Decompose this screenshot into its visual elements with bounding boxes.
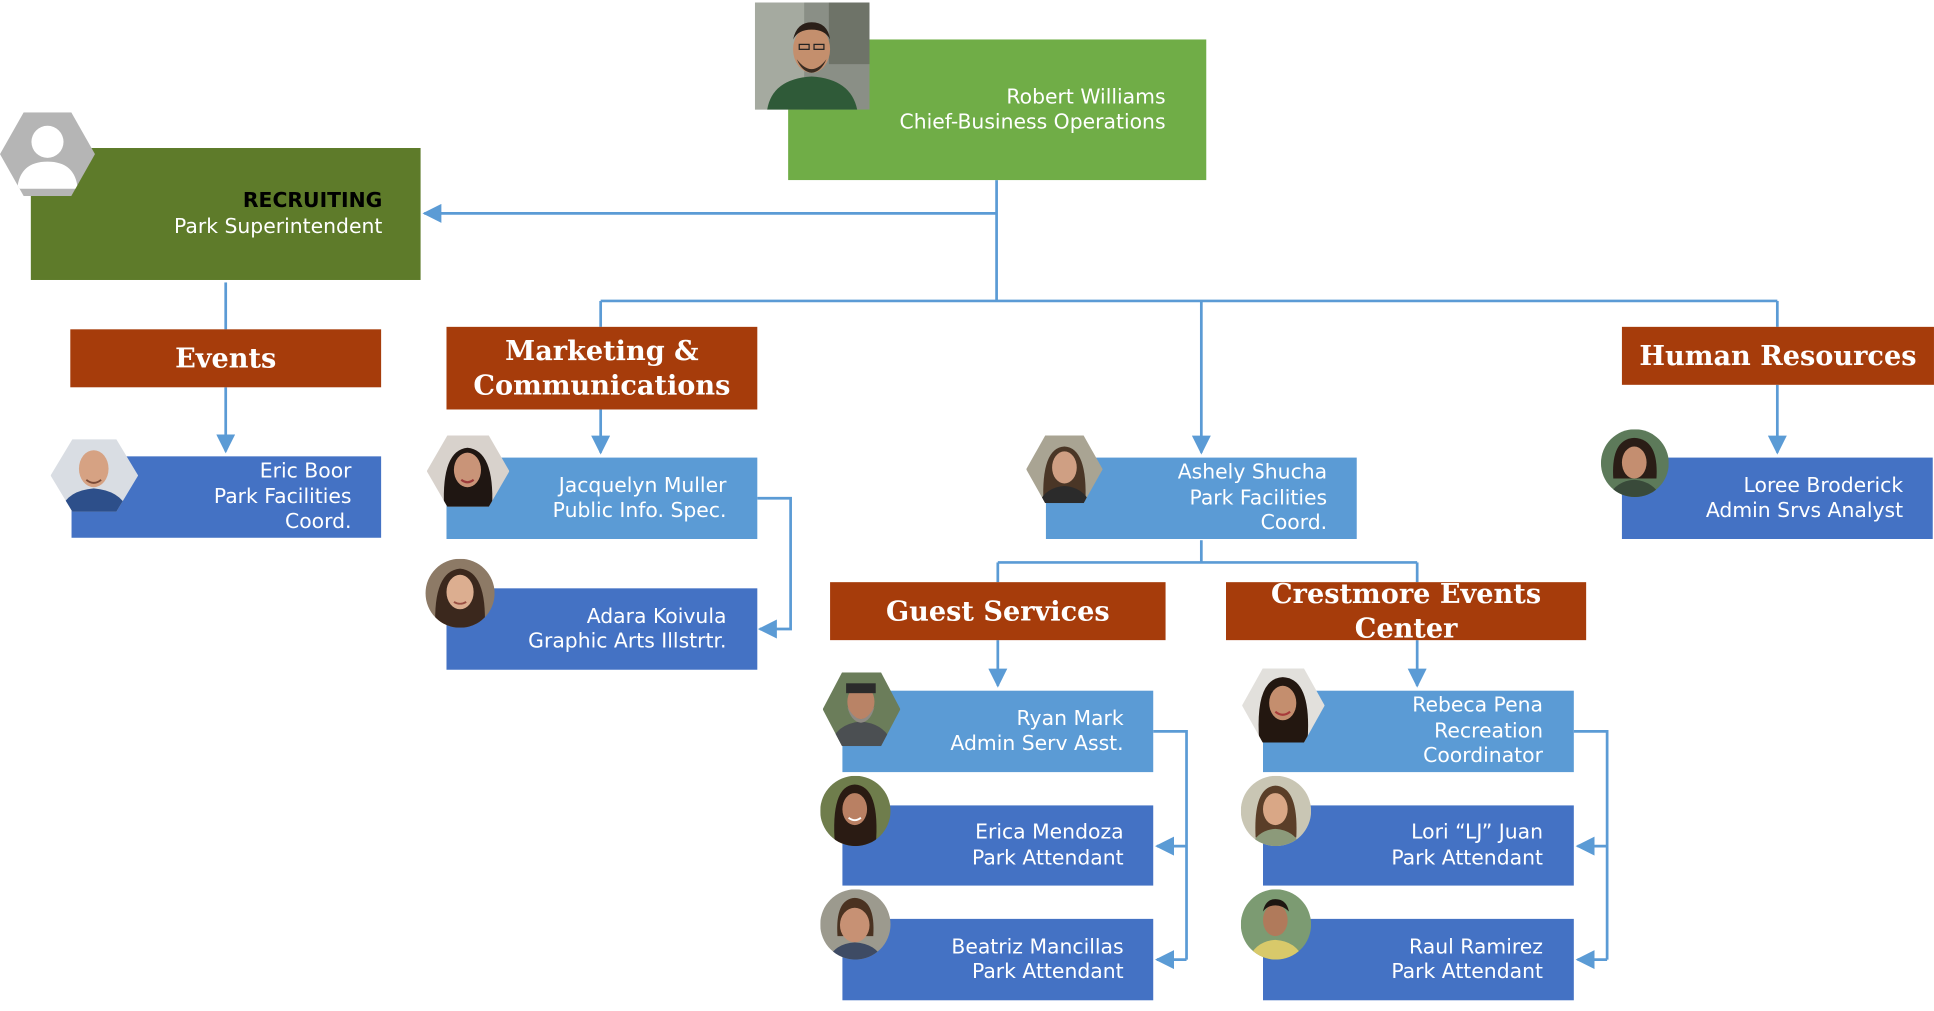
- staff-photo-adara-koivula: [425, 558, 495, 628]
- staff-title: Park Facilities: [1189, 485, 1328, 510]
- dept-marketing[interactable]: Marketing & Communications: [446, 326, 758, 410]
- recruiting-status: RECRUITING: [242, 188, 383, 213]
- staff-name: Lori “LJ” Juan: [1411, 820, 1543, 844]
- staff-title: Recreation: [1434, 718, 1543, 743]
- staff-title: Graphic Arts Illstrtr.: [528, 629, 727, 653]
- dept-events[interactable]: Events: [70, 329, 382, 388]
- staff-name: Rebeca Pena: [1412, 693, 1543, 717]
- staff-box-jacquelyn-muller[interactable]: Jacquelyn Muller Public Info. Spec.: [446, 457, 758, 539]
- connector-rebeca-spine: [1573, 730, 1609, 960]
- dept-human-resources[interactable]: Human Resources: [1621, 326, 1934, 385]
- dept-crestmore-label: Crestmore Events Center: [1271, 577, 1542, 645]
- staff-photo-lori-juan: [1240, 775, 1312, 847]
- chief-title: Chief-Business Operations: [899, 109, 1166, 134]
- staff-name: Ryan Mark: [1016, 706, 1124, 730]
- staff-box-raul-ramirez[interactable]: Raul Ramirez Park Attendant: [1263, 918, 1574, 1001]
- staff-title: Park Attendant: [1391, 959, 1543, 984]
- staff-name: Eric Boor: [259, 459, 352, 483]
- dept-guest-services-label: Guest Services: [885, 595, 1110, 628]
- staff-box-adara-koivula[interactable]: Adara Koivula Graphic Arts Illstrtr.: [446, 588, 758, 670]
- staff-photo-beatriz-mancillas: [820, 889, 891, 960]
- staff-box-loree-broderick[interactable]: Loree Broderick Admin Srvs Analyst: [1621, 457, 1933, 539]
- dept-hr-label: Human Resources: [1639, 339, 1917, 372]
- staff-photo-jacquelyn-muller: [426, 435, 510, 507]
- staff-title: Coordinator: [1423, 744, 1543, 768]
- staff-name: Beatriz Mancillas: [951, 934, 1124, 958]
- staff-title: Public Info. Spec.: [552, 498, 727, 522]
- staff-box-erica-mendoza[interactable]: Erica Mendoza Park Attendant: [842, 805, 1154, 886]
- staff-title: Admin Serv Asst.: [950, 731, 1124, 755]
- staff-title: Admin Srvs Analyst: [1705, 498, 1904, 522]
- staff-name: Adara Koivula: [586, 603, 727, 628]
- staff-name: Ashely Shucha: [1177, 460, 1328, 484]
- connector-ryan-spine: [1153, 730, 1188, 960]
- staff-name: Raul Ramirez: [1409, 934, 1543, 958]
- staff-box-beatriz-mancillas[interactable]: Beatriz Mancillas Park Attendant: [842, 918, 1154, 1001]
- dept-crestmore-events-center[interactable]: Crestmore Events Center: [1225, 578, 1587, 644]
- chief-portrait-photo: [754, 2, 870, 110]
- connector-jacquelyn-to-adara: [757, 496, 792, 639]
- staff-name: Erica Mendoza: [975, 820, 1124, 844]
- staff-name: Jacquelyn Muller: [558, 473, 727, 497]
- staff-box-lori-juan[interactable]: Lori “LJ” Juan Park Attendant: [1263, 805, 1574, 886]
- staff-photo-raul-ramirez: [1240, 889, 1312, 960]
- staff-photo-loree-broderick: [1600, 429, 1669, 498]
- staff-photo-ashely-shucha: [1026, 435, 1103, 504]
- staff-name: Loree Broderick: [1743, 473, 1904, 497]
- superintendent-title: Park Superintendent: [174, 213, 383, 238]
- staff-photo-erica-mendoza: [820, 775, 891, 847]
- staff-box-ryan-mark[interactable]: Ryan Mark Admin Serv Asst.: [842, 690, 1154, 773]
- staff-title: Park Attendant: [1391, 845, 1543, 869]
- staff-title: Park Facilities: [213, 484, 352, 508]
- dept-marketing-label-line2: Communications: [473, 369, 731, 402]
- superintendent-box[interactable]: RECRUITING Park Superintendent: [30, 148, 421, 280]
- staff-title: Coord.: [284, 509, 352, 534]
- dept-marketing-label-line1: Marketing &: [505, 334, 699, 367]
- staff-title: Park Attendant: [971, 959, 1124, 984]
- staff-title: Coord.: [1260, 510, 1328, 535]
- staff-title: Park Attendant: [971, 845, 1124, 869]
- chief-name: Robert Williams: [1006, 84, 1166, 108]
- dept-guest-services[interactable]: Guest Services: [830, 582, 1166, 641]
- dept-events-label: Events: [175, 342, 277, 375]
